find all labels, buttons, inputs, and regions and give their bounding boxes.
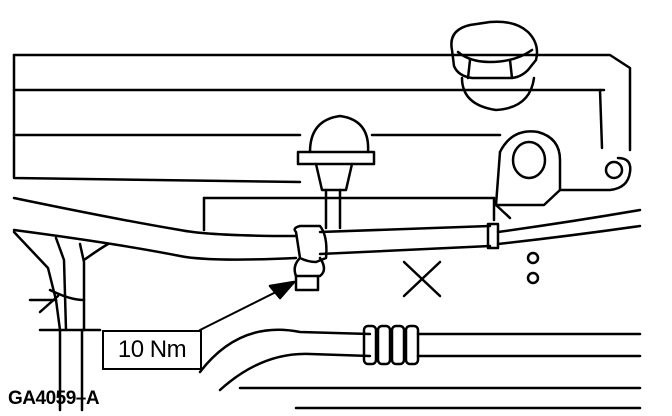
support-plate [202, 196, 496, 232]
left-frame [12, 230, 110, 412]
sensor-bulb [296, 114, 376, 230]
torque-pointer-arrow [199, 280, 296, 331]
mounting-bracket [494, 130, 632, 220]
hose-clamp [293, 224, 328, 292]
position-mark [402, 251, 540, 298]
main-hose [12, 196, 642, 261]
lower-hose [198, 324, 642, 410]
upper-housing [12, 53, 632, 184]
torque-specification-label: 10 Nm [102, 330, 202, 370]
fill-cap [450, 20, 539, 112]
figure-identifier: GA4059–A [8, 388, 100, 409]
